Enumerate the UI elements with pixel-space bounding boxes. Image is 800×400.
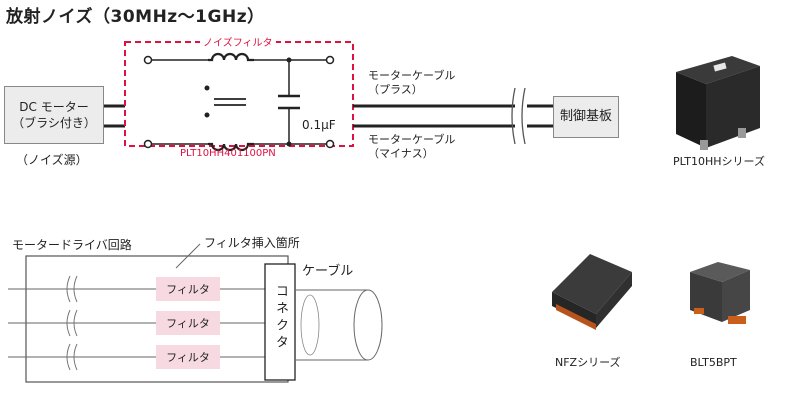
filter-block: フィルタ xyxy=(156,311,220,335)
terminal-bottom-right xyxy=(325,139,335,149)
motor-label-2: （ブラシ付き） xyxy=(12,116,96,130)
plt10hh-product-image xyxy=(676,56,760,150)
filter-label: ノイズフィルタ xyxy=(200,38,276,51)
control-board-label: 制御基板 xyxy=(559,109,612,125)
break-mark-left xyxy=(511,87,516,145)
cable-minus-label-2: （マイナス） xyxy=(368,146,434,160)
cable-minus-label-1: モーターケーブル xyxy=(368,133,456,146)
part-number-label: PLT10HH401100PN xyxy=(180,148,276,159)
break-mark-right xyxy=(521,87,526,145)
driver-circuit-label: モータードライバ回路 xyxy=(12,238,132,252)
motor-box: DC モーター （ブラシ付き） xyxy=(4,86,104,144)
terminal-top-right xyxy=(325,55,335,65)
cable-plus-label-2: （プラス） xyxy=(368,82,423,96)
cable-end xyxy=(353,289,383,361)
upper-choke-coil xyxy=(208,52,254,62)
terminal-bottom-left xyxy=(143,139,153,149)
filter-block: フィルタ xyxy=(156,277,220,301)
page-title: 放射ノイズ（30MHz〜1GHz） xyxy=(6,7,265,27)
nfz-product-image xyxy=(552,254,632,330)
noise-source-label: （ノイズ源） xyxy=(16,153,88,167)
terminal-top-left xyxy=(143,55,153,65)
cable-minus-label: モーターケーブル （マイナス） xyxy=(368,133,455,161)
plt10hh-series-label: PLT10HHシリーズ xyxy=(673,155,765,168)
lower-choke-coil xyxy=(208,142,254,152)
filter-insertion-label: フィルタ挿入箇所 xyxy=(204,236,300,250)
filter-block: フィルタ xyxy=(156,345,220,369)
capacitor-label: 0.1µF xyxy=(302,118,336,132)
nfz-series-label: NFZシリーズ xyxy=(555,356,621,369)
connector-label: コネクタ xyxy=(273,284,288,352)
cable-plus-label: モーターケーブル （プラス） xyxy=(368,69,455,97)
cable-plus-label-1: モーターケーブル xyxy=(368,69,456,82)
control-board-box: 制御基板 xyxy=(553,96,619,138)
motor-label-1: DC モーター xyxy=(19,99,89,114)
blt5bpt-product-image xyxy=(690,262,750,324)
blt5bpt-label: BLT5BPT xyxy=(690,356,737,369)
cable-label: ケーブル xyxy=(302,264,354,279)
connector-box xyxy=(264,263,296,381)
